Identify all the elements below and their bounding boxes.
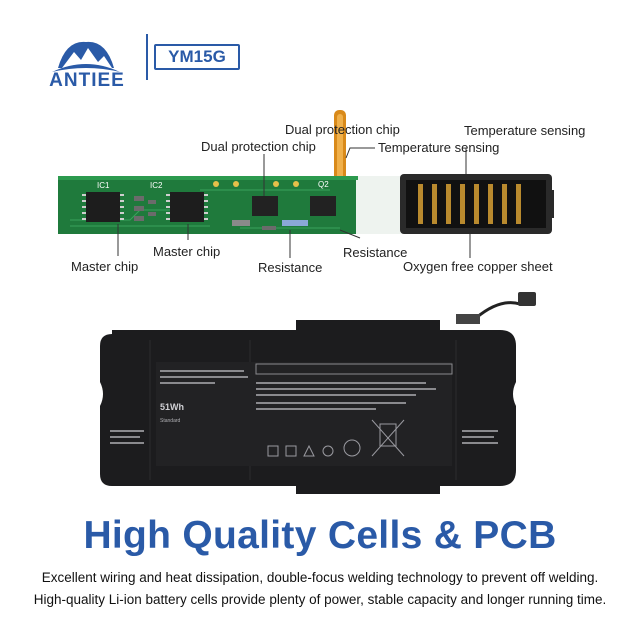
caption-line-2: High-quality Li-ion battery cells provid… <box>33 592 607 607</box>
info-icon <box>322 445 334 457</box>
pcb-marking-ic2: IC2 <box>150 181 163 190</box>
oxygen-free-copper-connector <box>400 174 554 234</box>
label-master-chip-2: Master chip <box>71 259 139 274</box>
warning-icon <box>303 444 315 457</box>
pcb-illustration: IC1 IC2 Q2 <box>58 110 554 258</box>
battery-connector <box>518 292 536 306</box>
dual-protection-chip-a <box>252 196 278 216</box>
label-master-chip-1: Master chip <box>153 244 221 259</box>
pcb-marking-ic1: IC1 <box>97 181 110 190</box>
brand-name: ANTIEE <box>49 70 125 91</box>
resistance-b <box>282 220 308 226</box>
caption-line-1: Excellent wiring and heat dissipation, d… <box>41 570 599 585</box>
battery-label <box>156 362 452 466</box>
header-divider <box>146 34 148 80</box>
ce-mark-icon <box>267 445 279 457</box>
battery-type: Standard <box>160 418 181 424</box>
regulatory-icon <box>285 445 297 457</box>
master-chip-ic2 <box>166 192 208 222</box>
model-badge: YM15G <box>154 44 240 70</box>
label-resistance-2: Resistance <box>258 260 323 275</box>
brand-logo-icon <box>52 41 120 72</box>
recycle-icon <box>343 439 361 457</box>
label-temperature-sensing-1: Temperature sensing <box>464 123 586 138</box>
label-oxygen-free-copper: Oxygen free copper sheet <box>403 259 553 274</box>
label-dual-protection-chip-2: Dual protection chip <box>201 139 316 154</box>
master-chip-ic1 <box>82 192 124 222</box>
label-dual-protection-chip-1: Dual protection chip <box>285 122 400 137</box>
battery-pack: 51Wh Standard <box>100 292 536 494</box>
label-resistance-1: Resistance <box>343 245 408 260</box>
headline: High Quality Cells & PCB <box>83 514 557 557</box>
label-temperature-sensing-2: Temperature sensing <box>378 140 500 155</box>
no-trash-bin-icon <box>371 419 405 457</box>
resistance-a <box>232 220 250 226</box>
dual-protection-chip-b <box>310 196 336 216</box>
pcb-marking-q2: Q2 <box>318 180 329 189</box>
battery-capacity: 51Wh <box>160 402 184 412</box>
